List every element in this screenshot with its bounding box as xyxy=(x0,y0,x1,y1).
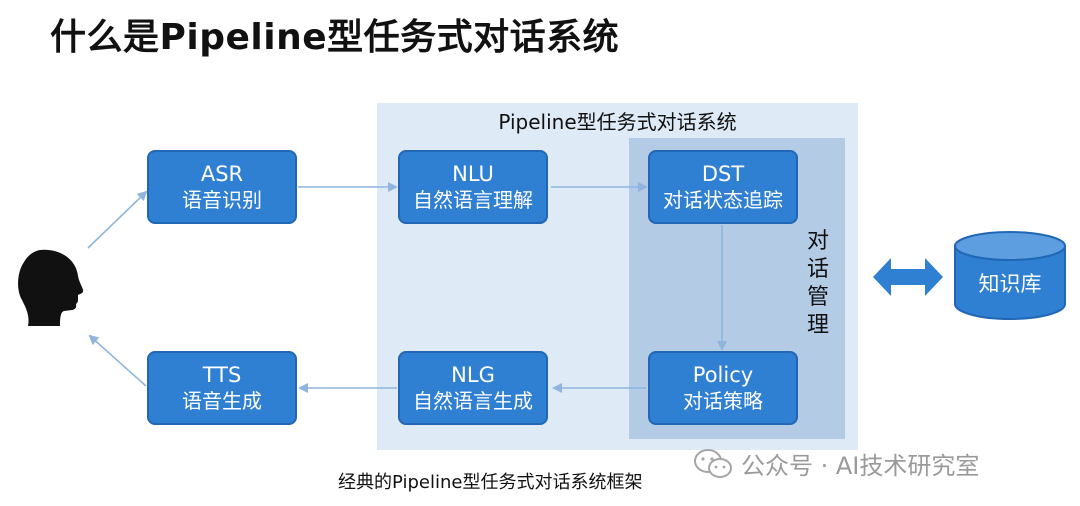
dm-char-3: 管 xyxy=(806,285,829,310)
policy-box: Policy 对话策略 xyxy=(648,351,798,425)
watermark: 公众号 · AI技术研究室 xyxy=(693,446,979,481)
dst-en-label: DST xyxy=(701,162,745,186)
page-title: 什么是Pipeline型任务式对话系统 xyxy=(50,17,620,58)
dm-char-1: 对 xyxy=(806,229,829,254)
double-arrow-icon xyxy=(873,258,943,296)
pipeline-label: Pipeline型任务式对话系统 xyxy=(498,110,737,134)
dst-zh-label: 对话状态追踪 xyxy=(663,188,783,212)
policy-en-label: Policy xyxy=(692,363,754,387)
nlg-zh-label: 自然语言生成 xyxy=(413,389,533,413)
tts-en-label: TTS xyxy=(202,363,242,387)
nlu-box: NLU 自然语言理解 xyxy=(398,150,548,224)
nlg-box: NLG 自然语言生成 xyxy=(398,351,548,425)
database-cylinder-icon xyxy=(954,231,1066,320)
wechat-icon xyxy=(694,448,732,478)
asr-box: ASR 语音识别 xyxy=(147,150,297,224)
dialog-management-label: 对 话 管 理 xyxy=(803,228,833,340)
nlg-en-label: NLG xyxy=(451,363,495,387)
dm-char-4: 理 xyxy=(806,313,829,338)
arrow-head-to-asr xyxy=(87,190,148,249)
tts-zh-label: 语音生成 xyxy=(182,389,262,413)
asr-zh-label: 语音识别 xyxy=(182,188,262,212)
nlu-zh-label: 自然语言理解 xyxy=(413,188,533,212)
nlu-en-label: NLU xyxy=(452,162,494,186)
knowledge-base-label: 知识库 xyxy=(978,272,1042,296)
knowledge-base: 知识库 xyxy=(952,230,1068,326)
arrow-tts-to-head xyxy=(88,334,147,387)
dst-box: DST 对话状态追踪 xyxy=(648,150,798,224)
asr-en-label: ASR xyxy=(200,162,244,186)
figure-caption: 经典的Pipeline型任务式对话系统框架 xyxy=(338,472,643,493)
dm-char-2: 话 xyxy=(806,257,829,282)
tts-box: TTS 语音生成 xyxy=(147,351,297,425)
user-head-icon xyxy=(18,249,84,326)
watermark-text: 公众号 · AI技术研究室 xyxy=(741,452,980,480)
policy-zh-label: 对话策略 xyxy=(683,389,763,413)
